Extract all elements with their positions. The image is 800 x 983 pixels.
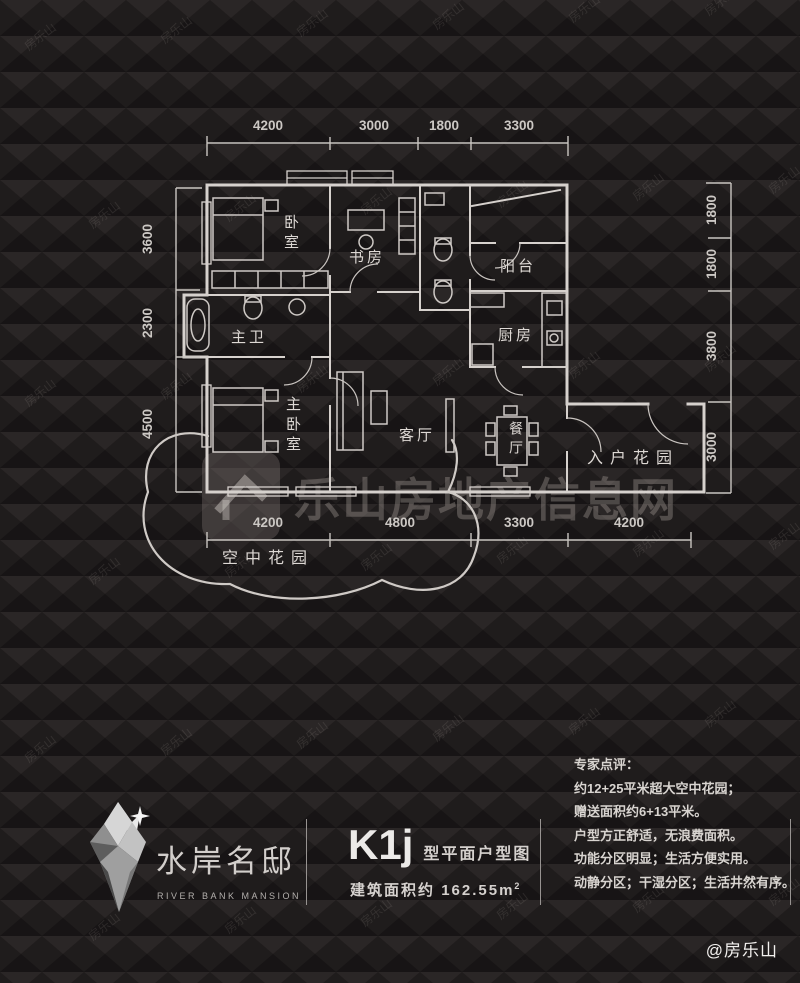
dim-label: 2300 [140,308,155,338]
dim-label: 3600 [140,224,155,254]
brand-name-en: RIVER BANK MANSION [157,891,302,901]
room-label-living-room: 客厅 [398,426,435,444]
footer-divider [306,819,307,905]
expert-review-line: 功能分区明显；生活方便实用。 [574,851,757,866]
site-watermark: 乐山房地产信息网 [198,448,678,546]
dim-label: 4200 [253,118,283,133]
dim-label: 4200 [614,515,644,530]
sky-garden-outline [142,432,480,600]
watermark-text: 房乐山 [21,732,59,766]
expert-review-line: 动静分区；干湿分区；生活井然有序。 [574,874,796,890]
room-label-sky-garden: 空中花园 [221,548,314,567]
watermark-text: 房乐山 [293,718,331,752]
dim-label: 3000 [704,432,719,462]
room-label-master-bath: 主卫 [230,328,267,346]
built-area-label: 建筑面积约 [350,882,436,899]
watermark-text: 房乐山 [429,711,467,745]
dim-label: 3000 [359,118,389,133]
room-label-entry-garden: 入户花园 [586,448,679,467]
dim-label: 3300 [504,118,534,133]
watermark-text: 房乐山 [357,896,395,930]
room-label-study: 书房 [348,248,385,266]
dimension-labels: 4200 3000 1800 3300 4200 4800 3300 4200 … [140,118,719,530]
footer-divider [790,819,791,905]
footer-divider [540,819,541,905]
dim-label: 1800 [429,118,459,133]
dim-label: 4200 [253,515,283,530]
unit-code: K1j [348,821,414,868]
built-area: 建筑面积约 162.55m2 [350,879,521,900]
room-label-bedroom: 卧室 [282,214,300,254]
watermark-text: 房乐山 [157,725,195,759]
expert-review: 专家点评： 约12+25平米超大空中花园； 赠送面积约6+13平米。 户型方正舒… [574,753,796,894]
built-area-value: 162.55m [441,882,515,899]
expert-review-line: 约12+25平米超大空中花园； [574,780,741,796]
expert-review-title: 专家点评： [574,757,640,772]
dim-label: 3300 [504,515,534,530]
brand-gem-logo [90,802,150,912]
site-watermark-text: 乐山房地产信息网 [294,473,678,527]
interior-walls [183,184,568,493]
door-arcs [283,242,689,453]
room-label-kitchen: 厨房 [497,326,534,344]
dim-label: 1800 [704,195,719,225]
watermark-text: 房乐山 [221,903,259,937]
dim-label: 4800 [385,515,415,530]
unit-type-row: K1j 型平面户型图 [348,824,531,866]
built-area-sup: 2 [514,881,522,891]
furniture [186,192,568,477]
room-label-master-bedroom: 主卧室 [284,396,302,456]
brand-name-cn: 水岸名邸 [156,844,296,880]
expert-review-line: 户型方正舒适，无浪费面积。 [574,827,744,843]
unit-type-label: 型平面户型图 [423,846,532,863]
expert-review-line: 赠送面积约6+13平米。 [574,804,708,819]
floor-plan: 4200 3000 1800 3300 4200 4800 3300 4200 … [140,118,732,600]
watermark-credit: @房乐山 [705,941,778,960]
dim-label: 1800 [704,249,719,279]
windows [201,170,531,497]
watermark-text: 房乐山 [565,704,603,738]
dimension-lines [175,136,732,548]
dim-label: 4500 [140,409,155,439]
room-label-balcony: 阳台 [499,257,536,275]
dim-label: 3800 [704,331,719,361]
watermark-text: 房乐山 [701,697,739,731]
room-label-dining-room: 餐厅 [507,421,523,459]
